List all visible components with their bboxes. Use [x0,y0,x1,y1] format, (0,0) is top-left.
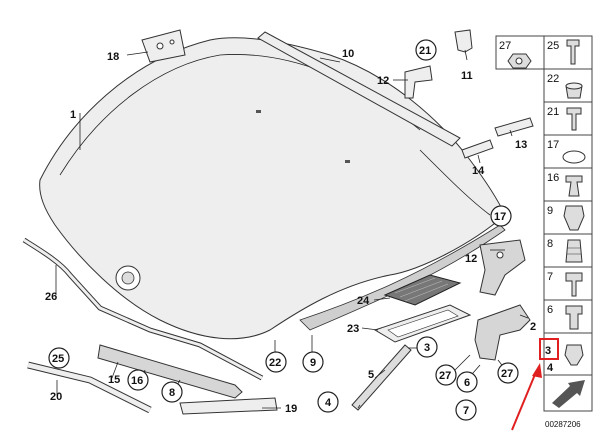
callout-20: 20 [50,391,62,403]
arrow-symbol-icon [552,380,585,408]
legend-number-3: 3 [545,345,551,357]
legend-number-25: 25 [547,40,559,52]
callout-19: 19 [285,403,297,415]
callout-14: 14 [472,165,485,177]
callout-1: 1 [70,109,76,121]
seal-strip [257,31,461,147]
hinge-lower [474,304,531,361]
strip-lower [27,361,152,414]
rod-lower [22,237,264,381]
callout-16-ring: 16 [131,375,143,387]
gas-spring [351,344,412,411]
collar-bolt-icon [565,305,583,330]
callout-22-ring: 22 [269,357,281,369]
bolt-icon [566,39,580,65]
callout-11: 11 [461,70,473,82]
clip-part [454,29,473,53]
fastener-legend: 27 25 22 21 17 16 9 8 7 6 [495,35,593,429]
callout-8-ring: 8 [169,387,175,399]
callout-12-top: 12 [377,75,389,87]
callout-4-ring: 4 [325,397,332,409]
diagram-number: 00287206 [545,420,581,429]
hinge-plate [141,29,186,63]
plug-icon [562,150,586,164]
legend-number-17: 17 [547,139,559,151]
pin-icon [564,344,584,366]
legend-number-22: 22 [547,73,559,85]
callout-7-ring: 7 [463,405,469,417]
callout-27-ring-left: 27 [439,370,451,382]
legend-number-6: 6 [547,304,553,316]
callouts: 1 18 10 21 12 11 13 14 17 12 26 24 23 2 … [45,39,536,421]
legend-number-7: 7 [547,271,553,283]
callout-5: 5 [368,369,374,381]
callout-13: 13 [515,139,527,151]
seal-pair [461,117,534,159]
bracket-strip [97,344,243,399]
expanding-rivet-icon [565,175,583,197]
callout-26: 26 [45,291,57,303]
hood-panel [39,37,506,340]
clip-nut-icon [563,205,585,231]
pointer-arrow [511,363,542,431]
callout-17-ring: 17 [494,211,506,223]
legend-number-9: 9 [547,205,553,217]
callout-15: 15 [108,374,120,386]
callout-9-ring: 9 [310,357,316,369]
grille-insert [383,274,462,306]
callout-21-top: 21 [419,45,431,57]
legend-number-27: 27 [499,40,511,52]
strip-19 [179,397,278,415]
callout-23: 23 [347,323,359,335]
callout-2: 2 [530,321,536,333]
callout-18: 18 [107,51,119,63]
legend-number-16: 16 [547,172,559,184]
callout-12-hinge: 12 [465,253,477,265]
callout-27-ring-right: 27 [501,368,513,380]
callout-25-ring: 25 [52,353,64,365]
callout-24: 24 [357,295,370,307]
hinge-right [479,239,526,296]
highlight-box [539,338,559,360]
legend-number-8: 8 [547,238,553,250]
callout-6-ring: 6 [464,377,470,389]
seal-frame [373,304,472,343]
legend-number-4: 4 [547,362,554,374]
bracket-top [404,65,433,99]
hex-bolt-icon [565,272,583,297]
callout-3-ring: 3 [424,342,430,354]
screw-icon [566,107,582,131]
callout-10: 10 [342,48,354,60]
rubber-buffer-icon [565,239,583,263]
legend-number-21: 21 [547,106,559,118]
